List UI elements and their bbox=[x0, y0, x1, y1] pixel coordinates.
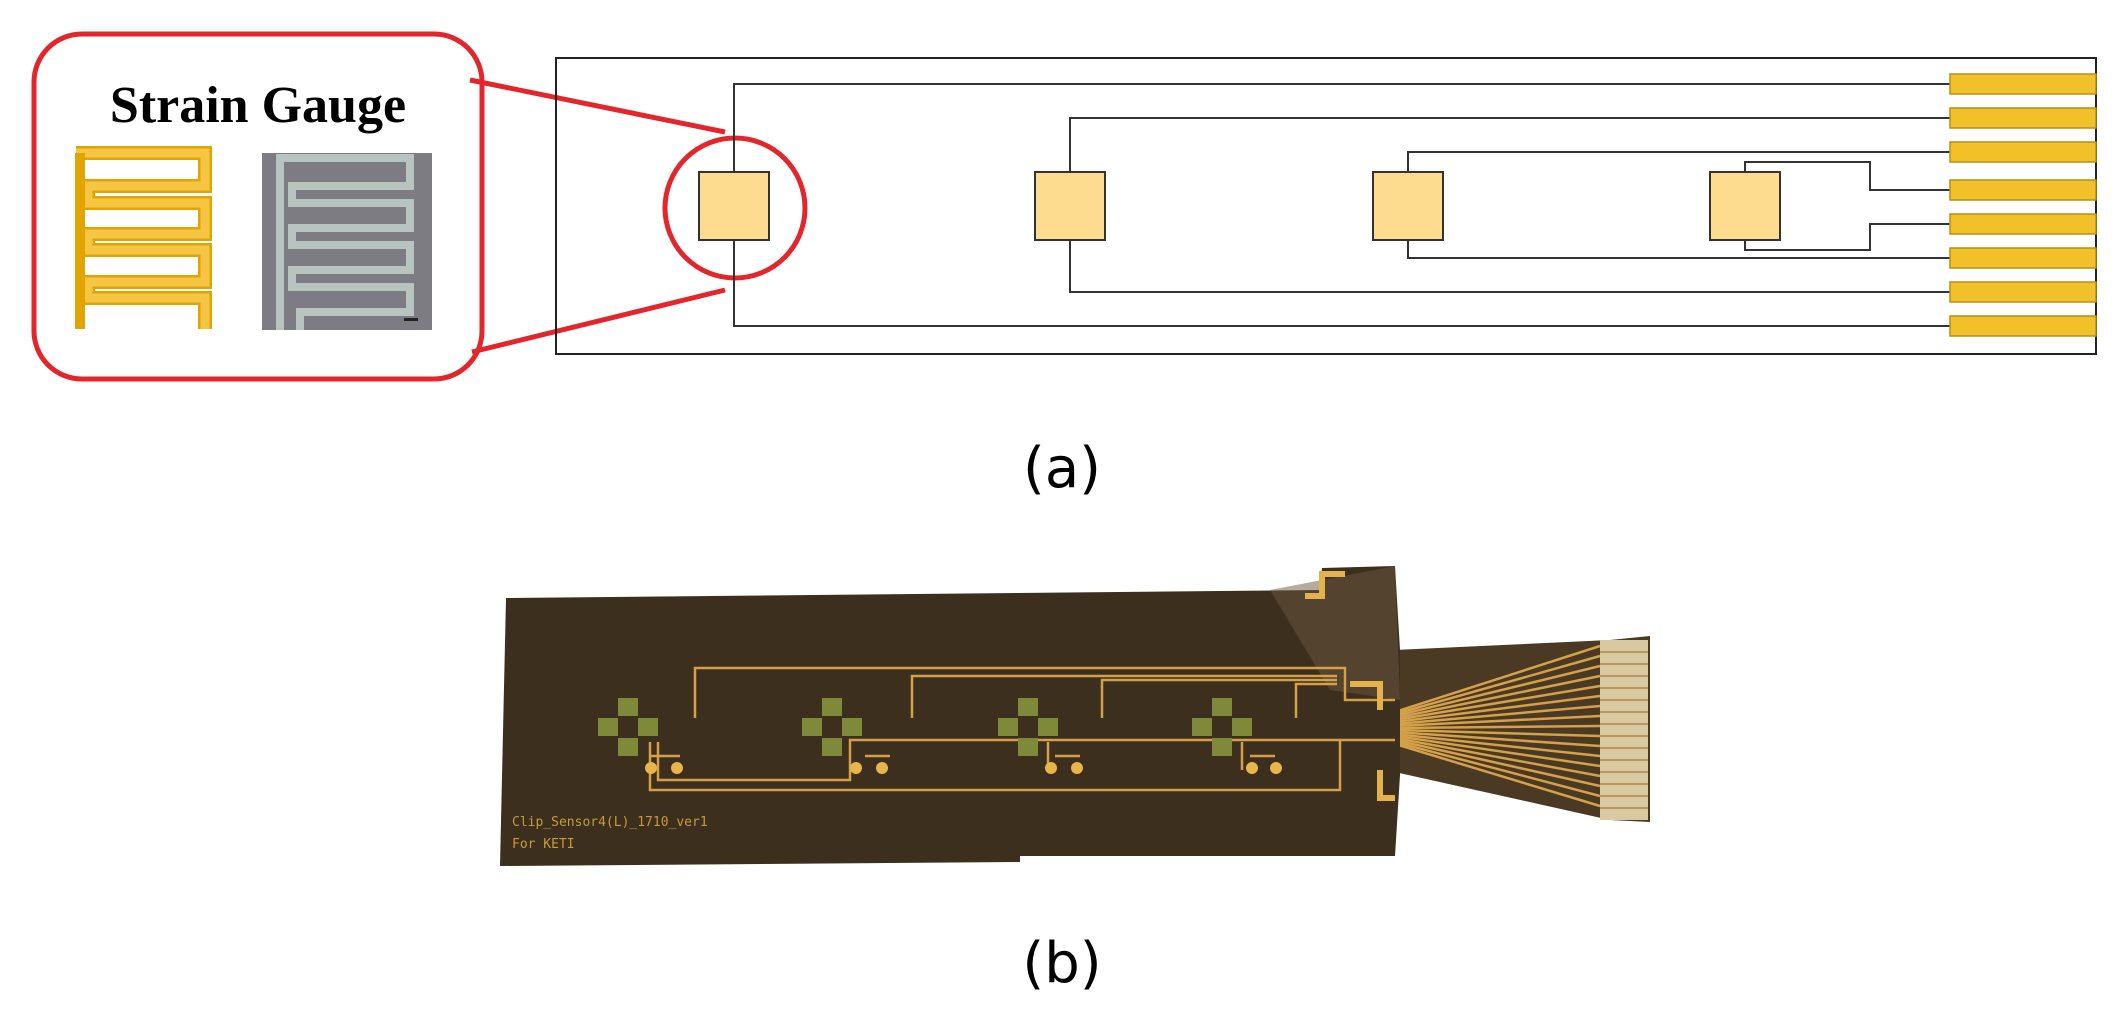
strain-gauges bbox=[698, 171, 1781, 241]
trace-gauge-2-bottom bbox=[1069, 240, 1950, 293]
board-gauge-2 bbox=[802, 698, 862, 756]
flex-cable-body bbox=[1395, 636, 1650, 822]
board-traces bbox=[648, 666, 1395, 792]
board-gauge-4 bbox=[1192, 698, 1252, 756]
connector-pad-6 bbox=[1949, 247, 2097, 269]
board-glare bbox=[1270, 566, 1400, 700]
trace-gauge-3-bottom bbox=[1407, 240, 1950, 259]
strain-gauge-4 bbox=[1709, 171, 1781, 241]
caption-a: (a) bbox=[1023, 436, 1101, 501]
gauge-photo-trace bbox=[276, 154, 414, 330]
connector-pad-7 bbox=[1949, 281, 2097, 303]
trace-gauge-4-top bbox=[1744, 161, 1950, 191]
gold-serpentine-gauge-inner bbox=[76, 148, 210, 329]
connector-pad-5 bbox=[1949, 213, 2097, 235]
flex-cable-contacts bbox=[1600, 640, 1648, 820]
gauge-photo bbox=[262, 153, 432, 330]
flex-cable-contact-lines bbox=[1600, 651, 1648, 809]
trace-gauge-1-bottom bbox=[733, 240, 1950, 327]
connector-pad-8 bbox=[1949, 315, 2097, 337]
gauge-drawing bbox=[75, 146, 212, 329]
schematic-traces bbox=[733, 83, 1950, 327]
trace-gauge-4-bottom bbox=[1744, 223, 1950, 251]
board-corner-tabs bbox=[1305, 571, 1395, 801]
strain-gauge-1 bbox=[698, 171, 770, 241]
board-gauge-3 bbox=[998, 698, 1058, 756]
board-gauge-1 bbox=[598, 698, 658, 756]
flex-cable bbox=[1394, 636, 1650, 822]
caption-b: (b) bbox=[1022, 931, 1101, 996]
board-gauges bbox=[598, 698, 1252, 756]
board-label-line2: For KETI bbox=[512, 837, 575, 852]
connector-pad-4 bbox=[1949, 179, 2097, 201]
flex-cable-traces bbox=[1394, 644, 1601, 808]
panel-b: Clip_Sensor4(L)_1710_ver1 For KETI (b) bbox=[500, 566, 1650, 996]
trace-gauge-2-top bbox=[1069, 117, 1950, 172]
connector-pad-2 bbox=[1949, 107, 2097, 129]
strain-gauge-3 bbox=[1372, 171, 1444, 241]
inset-title: Strain Gauge bbox=[110, 77, 406, 134]
callout-line-bottom bbox=[471, 287, 726, 355]
strain-gauge-inset: Strain Gauge bbox=[31, 31, 485, 382]
callout-line-top bbox=[469, 77, 726, 135]
connector-pads bbox=[1949, 73, 2097, 337]
board-label-line1: Clip_Sensor4(L)_1710_ver1 bbox=[512, 815, 708, 830]
panel-a: Strain Gauge bbox=[31, 31, 2097, 501]
sensor-strip-outline bbox=[555, 57, 2097, 355]
board-solder-dots bbox=[645, 762, 1282, 774]
scale-bar bbox=[404, 318, 418, 321]
connector-pad-1 bbox=[1949, 73, 2097, 95]
strain-gauge-2 bbox=[1034, 171, 1106, 241]
connector-pad-3 bbox=[1949, 141, 2097, 163]
trace-gauge-3-top bbox=[1407, 151, 1950, 172]
trace-gauge-1-top bbox=[733, 83, 1950, 172]
gold-serpentine-gauge bbox=[76, 146, 212, 329]
